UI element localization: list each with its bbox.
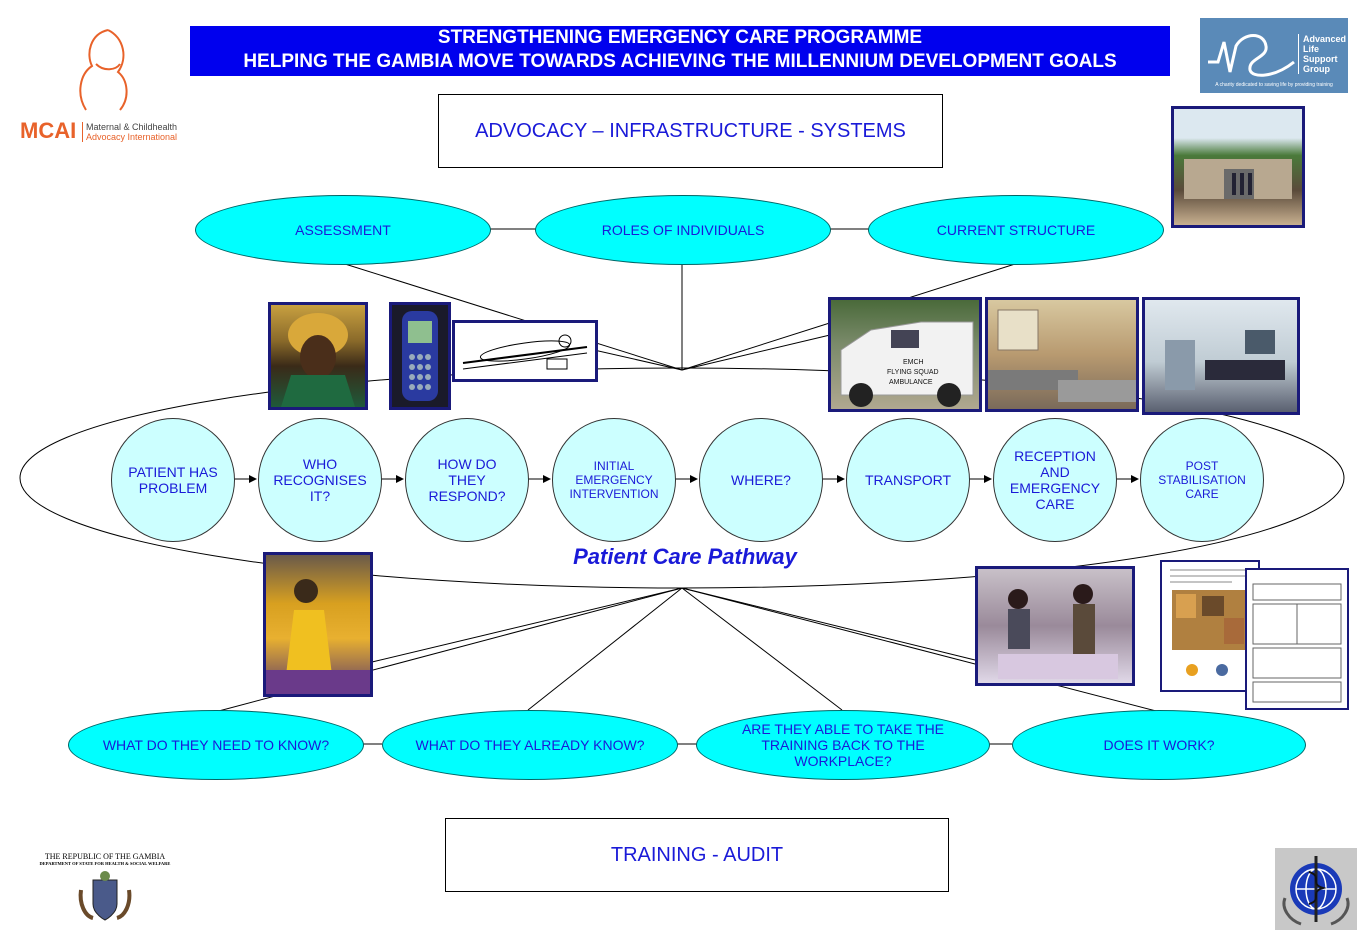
- training-session-icon: [266, 579, 370, 694]
- oval-current-structure: CURRENT STRUCTURE: [868, 195, 1164, 265]
- ambulance-icon: EMCH FLYING SQUAD AMBULANCE: [840, 321, 974, 407]
- oval-label: ARE THEY ABLE TO TAKE THE TRAINING BACK …: [741, 721, 945, 769]
- who-emblem-icon: [1282, 856, 1350, 926]
- mother-child-icon: [79, 29, 128, 111]
- banner-line-1: STRENGTHENING EMERGENCY CARE PROGRAMME: [437, 27, 923, 48]
- node-label: HOW DO THEY RESPOND?: [428, 456, 506, 504]
- handbook-icon: [1170, 569, 1250, 676]
- oval-assessment: ASSESSMENT: [195, 195, 491, 265]
- alsg-line-4: Group: [1303, 64, 1330, 74]
- woman-portrait-icon: [281, 313, 355, 407]
- oval-label: WHAT DO THEY ALREADY KNOW?: [415, 737, 645, 753]
- banner-line-2: HELPING THE GAMBIA MOVE TOWARDS ACHIEVIN…: [243, 51, 1117, 72]
- ward-beds-photo: [985, 297, 1139, 412]
- node-patient-problem: PATIENT HAS PROBLEM: [111, 418, 235, 542]
- mcai-name: Maternal & Childhealth Advocacy Internat…: [82, 122, 177, 142]
- node-post-stabilisation: POST STABILISATION CARE: [1140, 418, 1264, 542]
- connector-line: [527, 587, 683, 711]
- node-where: WHERE?: [699, 418, 823, 542]
- oval-label: DOES IT WORK?: [1103, 737, 1215, 753]
- ambulance-text: AMBULANCE: [889, 379, 933, 386]
- oval-label: CURRENT STRUCTURE: [936, 222, 1096, 238]
- treatment-chart-document: [1245, 568, 1349, 710]
- node-label: POST STABILISATION CARE: [1158, 459, 1246, 501]
- mcai-logo: MCAI Maternal & Childhealth Advocacy Int…: [20, 24, 190, 149]
- program-banner: STRENGTHENING EMERGENCY CARE PROGRAMME H…: [190, 26, 1170, 76]
- ward-beds-icon: [988, 309, 1136, 402]
- alsg-logo: Advanced Life Support Group A charity de…: [1200, 18, 1348, 93]
- mcai-line-2: Advocacy International: [86, 132, 178, 142]
- training-label: TRAINING - AUDIT: [610, 843, 784, 866]
- clinical-training-photo: [975, 566, 1135, 686]
- oval-already-know: WHAT DO THEY ALREADY KNOW?: [382, 710, 678, 780]
- oval-take-back-training: ARE THEY ABLE TO TAKE THE TRAINING BACK …: [696, 710, 990, 780]
- alsg-line-2: Life: [1303, 44, 1320, 54]
- clinic-exterior-icon: [1184, 159, 1292, 199]
- node-label: RECEPTION AND EMERGENCY CARE: [1009, 448, 1101, 512]
- emergency-room-photo: [1142, 297, 1300, 415]
- stretcher-icon: [462, 334, 588, 370]
- mcai-abbr: MCAI: [20, 118, 77, 143]
- pathway-title: Patient Care Pathway: [573, 544, 797, 569]
- alsg-mark-icon: [1208, 34, 1295, 77]
- connector-line: [681, 334, 831, 371]
- node-label: TRANSPORT: [864, 472, 952, 488]
- treatment-chart-icon: [1252, 583, 1342, 703]
- mobile-phone-photo: [389, 302, 451, 410]
- node-label: WHO RECOGNISES IT?: [273, 456, 367, 504]
- mcai-line-1: Maternal & Childhealth: [86, 122, 178, 132]
- mobile-phone-icon: [402, 311, 438, 401]
- coat-of-arms-icon: [78, 871, 132, 921]
- node-who-recognises: WHO RECOGNISES IT?: [258, 418, 382, 542]
- oval-label: ROLES OF INDIVIDUALS: [601, 222, 765, 238]
- connector-line: [371, 587, 683, 663]
- node-initial-intervention: INITIAL EMERGENCY INTERVENTION: [552, 418, 676, 542]
- ambulance-photo: EMCH FLYING SQUAD AMBULANCE: [828, 297, 982, 412]
- node-label: WHERE?: [731, 472, 791, 488]
- advocacy-box: ADVOCACY – INFRASTRUCTURE - SYSTEMS: [438, 94, 943, 168]
- oval-label: ASSESSMENT: [295, 222, 391, 238]
- ambulance-text: FLYING SQUAD: [887, 369, 939, 376]
- alsg-tagline: A charity dedicated to saving life by pr…: [1215, 82, 1333, 88]
- ambulance-text: EMCH: [903, 359, 924, 366]
- clinic-exterior-photo: [1171, 106, 1305, 228]
- node-how-respond: HOW DO THEY RESPOND?: [405, 418, 529, 542]
- connector-line: [681, 587, 976, 661]
- clinical-training-icon: [998, 584, 1118, 679]
- oval-does-it-work: DOES IT WORK?: [1012, 710, 1306, 780]
- connector-line: [344, 263, 683, 371]
- gambia-line-2: DEPARTMENT OF STATE FOR HEALTH & SOCIAL …: [39, 861, 171, 866]
- oval-need-to-know: WHAT DO THEY NEED TO KNOW?: [68, 710, 364, 780]
- alsg-line-1: Advanced: [1303, 34, 1347, 44]
- training-box: TRAINING - AUDIT: [445, 818, 949, 892]
- oval-label: WHAT DO THEY NEED TO KNOW?: [102, 737, 330, 753]
- connector-line: [681, 587, 1161, 713]
- node-reception: RECEPTION AND EMERGENCY CARE: [993, 418, 1117, 542]
- alsg-line-3: Support: [1303, 54, 1338, 64]
- stretcher-drawing: [452, 320, 598, 382]
- woman-portrait-photo: [268, 302, 368, 410]
- emergency-room-icon: [1165, 330, 1285, 390]
- node-label: PATIENT HAS PROBLEM: [128, 464, 218, 496]
- advocacy-label: ADVOCACY – INFRASTRUCTURE - SYSTEMS: [475, 119, 906, 142]
- handbook-document: [1160, 560, 1260, 692]
- training-session-photo: [263, 552, 373, 697]
- node-transport: TRANSPORT: [846, 418, 970, 542]
- gambia-logo: THE REPUBLIC OF THE GAMBIA DEPARTMENT OF…: [24, 852, 186, 932]
- connector-line: [681, 587, 843, 711]
- gambia-line-1: THE REPUBLIC OF THE GAMBIA: [44, 852, 166, 861]
- oval-roles: ROLES OF INDIVIDUALS: [535, 195, 831, 265]
- node-label: INITIAL EMERGENCY INTERVENTION: [569, 459, 659, 501]
- alsg-name: Advanced Life Support Group: [1298, 34, 1346, 74]
- who-logo: [1275, 848, 1357, 930]
